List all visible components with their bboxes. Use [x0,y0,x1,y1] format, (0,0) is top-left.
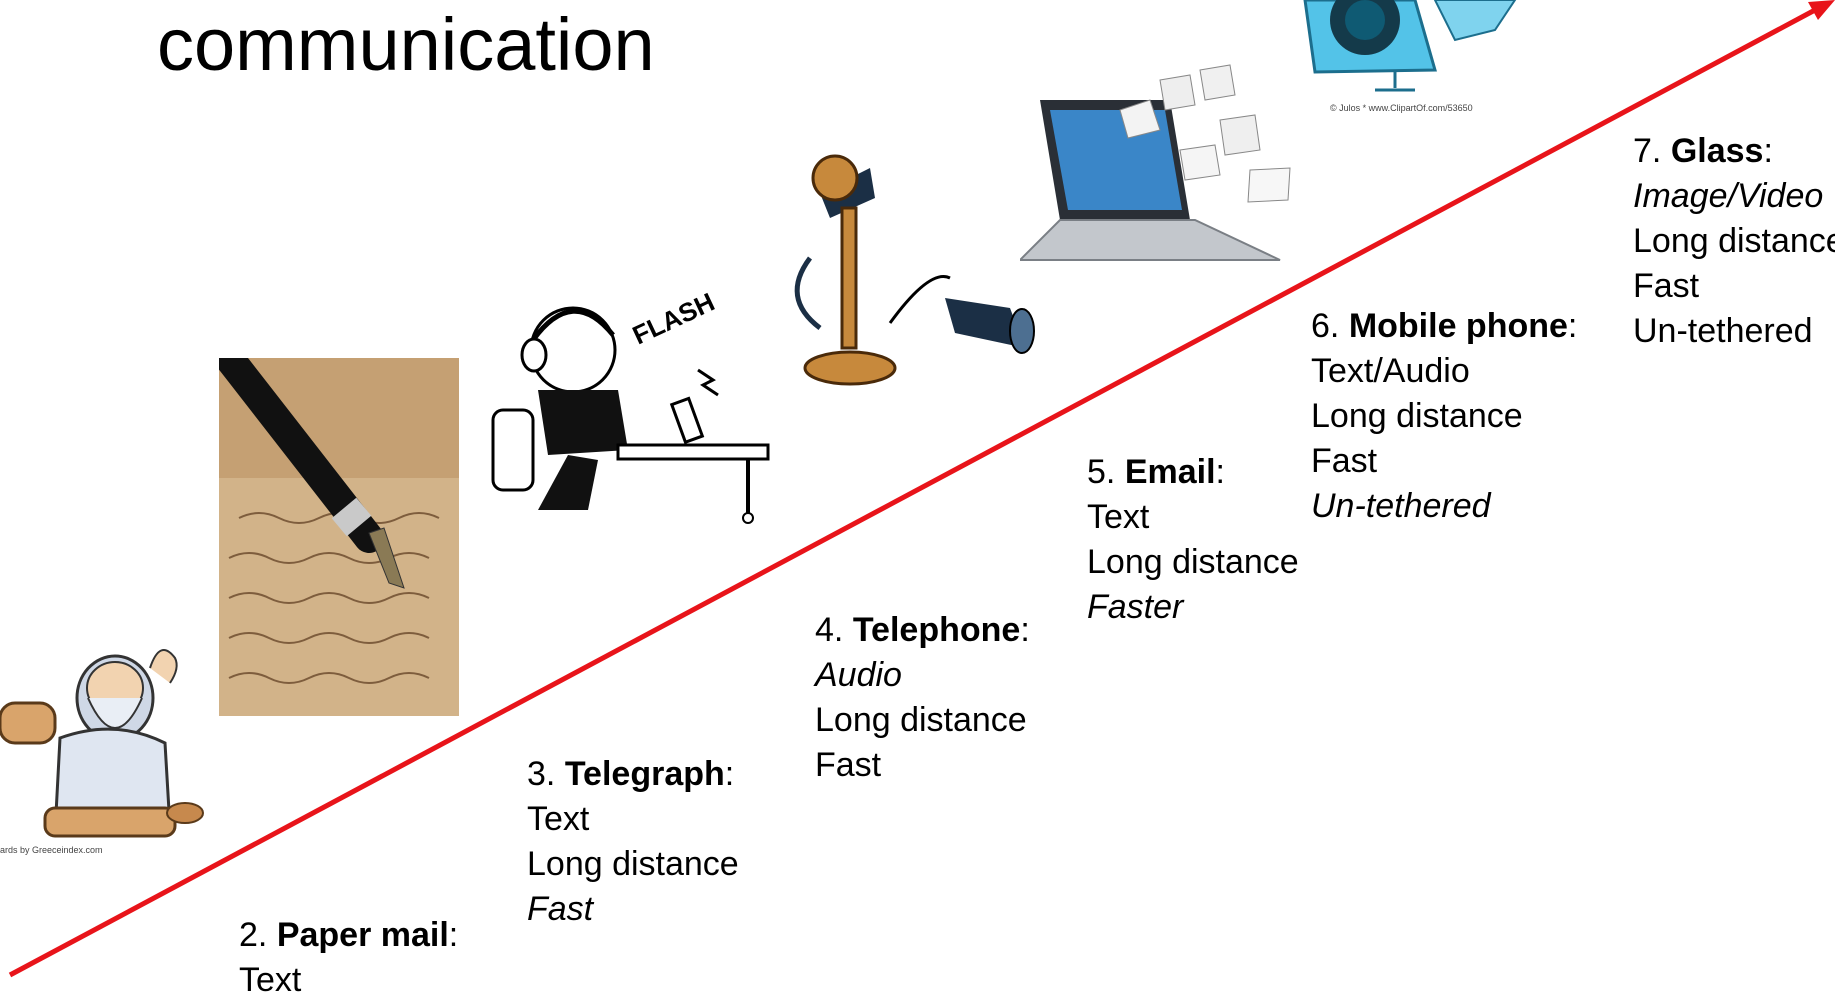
stage-name: Email [1124,453,1216,491]
stage-telegraph: 3. Telegraph: Text Long distance Fast [527,752,739,932]
timeline-arrow-line [8,7,1817,978]
stage-attr: Long distance [815,701,1027,739]
stage-attr: Long distance [527,845,739,883]
paper-pen-photo [219,358,459,716]
stage-name: Glass [1670,132,1764,170]
laptop-email-illustration [1020,60,1330,270]
stage-mobile-phone: 6. Mobile phone: Text/Audio Long distanc… [1311,304,1577,529]
stage-name: Mobile phone [1348,307,1568,345]
stage-telephone: 4. Telephone: Audio Long distance Fast [815,608,1030,788]
slide-title: communication [157,3,655,86]
stage-attr: Un-tethered [1633,312,1813,350]
philosopher-illustration [0,628,205,863]
stage-attr: Fast [1311,442,1378,480]
stage-attr: Text [527,800,590,838]
stage-attr: Long distance [1087,543,1299,581]
stage-attr: Fast [1633,267,1700,305]
stage-attr: Audio [815,656,902,694]
candlestick-telephone [780,148,1038,398]
stage-name: Telegraph [564,755,725,793]
stage-paper-mail: 2. Paper mail: Text [239,913,458,1003]
stage-attr: Image/Video [1633,177,1824,215]
timeline-arrow-head [1808,0,1835,20]
stage-attr: Long distance [1311,397,1523,435]
stage-glass: 7. Glass: Image/Video Long distance Fast… [1633,129,1835,354]
mobile-phone-illustration [1295,0,1535,108]
stage-name: Telephone [852,611,1021,649]
clipart-credit: © Julos * www.ClipartOf.com/53650 [1330,103,1473,113]
stage-email: 5. Email: Text Long distance Faster [1087,450,1299,630]
stage-name: Paper mail [276,916,449,954]
stage-attr: Fast [815,746,882,784]
stage-attr: Un-tethered [1311,487,1491,525]
stage-attr: Text [239,961,302,999]
stage-attr: Fast [527,890,594,928]
telegraph-operator-cartoon: FLASH [478,280,773,525]
philosopher-credit: ards by Greeceindex.com [0,845,103,855]
stage-attr: Text/Audio [1311,352,1470,390]
stage-attr: Text [1087,498,1150,536]
stage-attr: Faster [1087,588,1184,626]
stage-attr: Long distance [1633,222,1835,260]
